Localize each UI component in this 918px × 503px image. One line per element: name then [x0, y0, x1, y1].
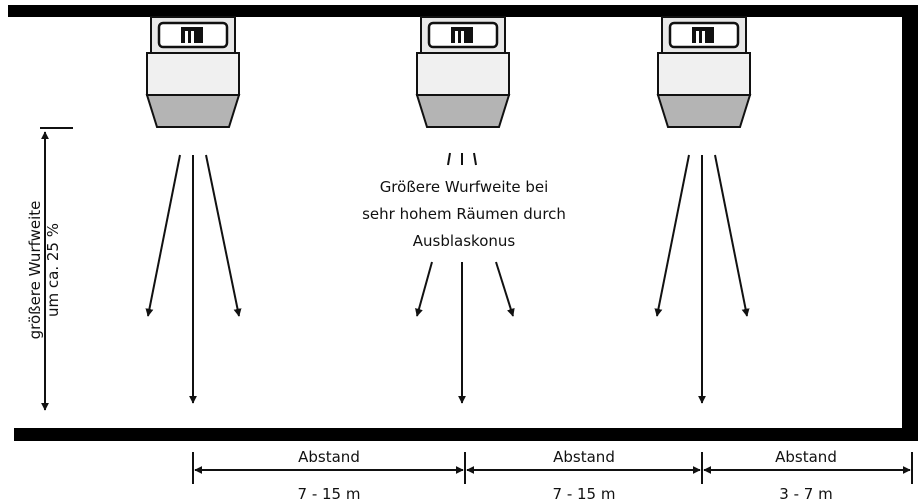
- heater-unit-center: [415, 16, 511, 128]
- airflow-arrow-icon: [205, 154, 242, 317]
- right-wall: [902, 5, 918, 441]
- spacing-3-label: Abstand: [775, 448, 837, 466]
- airflow-arrow-icon: [495, 261, 515, 317]
- airflow-center: [415, 152, 515, 404]
- spacing-dimensions: [192, 452, 913, 484]
- spacing-1-value: 7 - 15 m: [298, 485, 361, 503]
- airflow-arrow-icon: [714, 154, 750, 317]
- airflow-arrow-icon: [145, 154, 181, 317]
- floor-wall: [14, 428, 918, 441]
- airflow-left: [145, 154, 242, 404]
- spacing-3-value: 3 - 7 m: [779, 485, 832, 503]
- throw-extension-dimension: [40, 127, 73, 411]
- airflow-stub: [473, 152, 477, 166]
- spacing-2-label: Abstand: [553, 448, 615, 466]
- throw-extension-label-line1: größere Wurfweite: [26, 201, 44, 340]
- throw-extension-label-line2: um ca. 25 %: [44, 223, 62, 317]
- spacing-2-value: 7 - 15 m: [553, 485, 616, 503]
- spacing-1-label: Abstand: [298, 448, 360, 466]
- heater-unit-left: [145, 16, 241, 128]
- airflow-stub: [447, 152, 451, 166]
- center-note-line1: Größere Wurfweite bei: [380, 178, 549, 196]
- airflow-arrow-icon: [654, 154, 690, 317]
- airflow-right: [654, 154, 750, 404]
- ceiling-wall: [8, 5, 918, 17]
- center-note-line2: sehr hohem Räumen durch: [362, 205, 566, 223]
- heater-unit-right: [656, 16, 752, 128]
- center-note-line3: Ausblaskonus: [413, 232, 516, 250]
- room-walls: [8, 5, 918, 441]
- airflow-arrow-icon: [415, 261, 433, 317]
